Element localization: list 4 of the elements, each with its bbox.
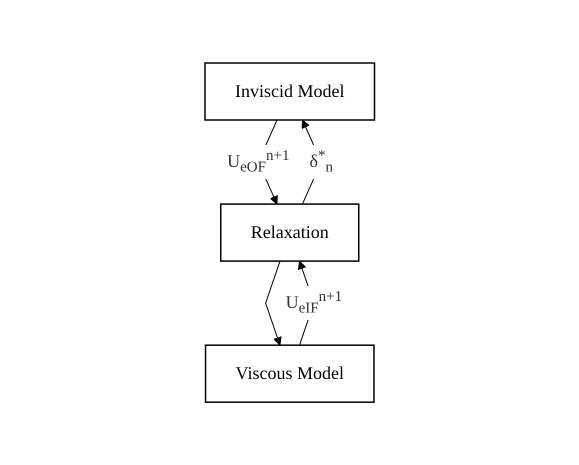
node-box: Relaxation [220,203,360,262]
node-box: Inviscid Model [204,62,375,121]
node-box: Viscous Model [204,344,374,403]
arrow [264,260,282,346]
